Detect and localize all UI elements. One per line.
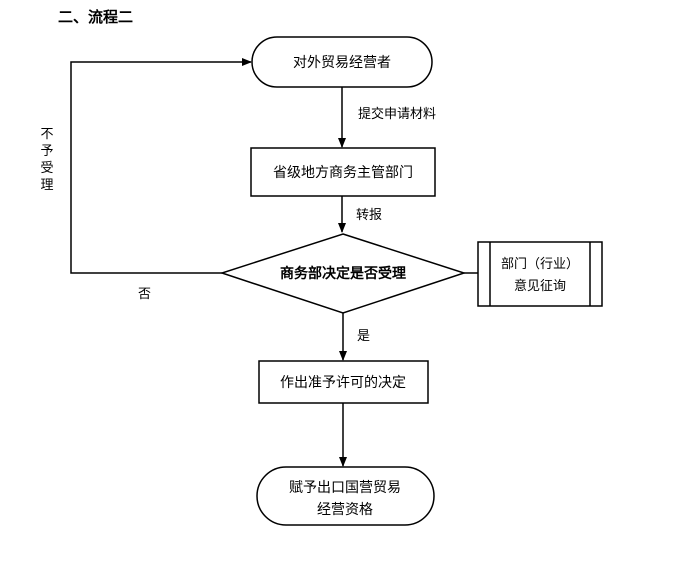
edge-yes-label: 是 bbox=[357, 329, 370, 344]
edge-forward-label: 转报 bbox=[356, 208, 382, 223]
edge-reject-label: 不予受理 bbox=[40, 127, 53, 193]
node-operator-label: 对外贸易经营者 bbox=[293, 55, 391, 71]
edge-submit-label: 提交申请材料 bbox=[358, 106, 436, 122]
svg-text:不予受理: 不予受理 bbox=[40, 127, 53, 193]
node-consultation-line1: 部门（行业） bbox=[501, 257, 579, 272]
edge-reject bbox=[70, 58, 252, 274]
node-grant-line1: 赋予出口国营贸易 bbox=[289, 480, 401, 496]
node-provincial-label: 省级地方商务主管部门 bbox=[273, 165, 413, 181]
node-permit-label: 作出准予许可的决定 bbox=[280, 375, 406, 391]
node-decision-label: 商务部决定是否受理 bbox=[280, 265, 406, 282]
node-provincial: 省级地方商务主管部门 bbox=[250, 147, 436, 197]
node-grant-line2: 经营资格 bbox=[317, 502, 373, 518]
node-permit: 作出准予许可的决定 bbox=[258, 360, 429, 404]
page-title: 二、流程二 bbox=[58, 8, 134, 26]
node-operator: 对外贸易经营者 bbox=[251, 36, 433, 88]
node-consultation: 部门（行业） 意见征询 bbox=[477, 241, 603, 307]
edge-no-label: 否 bbox=[138, 287, 151, 302]
node-grant: 赋予出口国营贸易 经营资格 bbox=[256, 466, 435, 526]
node-consultation-line2: 意见征询 bbox=[514, 278, 566, 294]
node-decision: 商务部决定是否受理 bbox=[219, 233, 467, 314]
